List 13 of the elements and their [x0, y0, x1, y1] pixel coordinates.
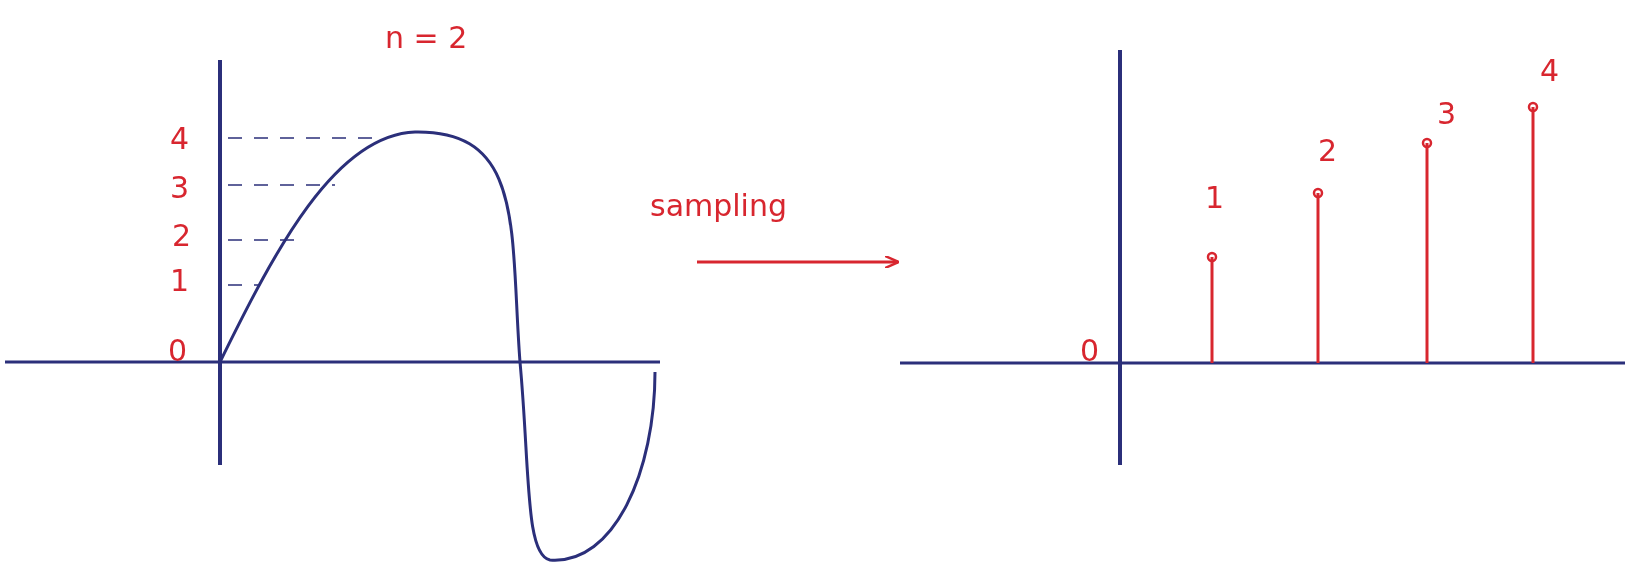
sample-value-label: 3	[1437, 98, 1457, 130]
edge-label: sampling	[650, 190, 787, 222]
axis-tick-label: 0	[168, 335, 188, 367]
sample-value-label: 1	[1205, 182, 1225, 214]
axis-tick-label: 2	[172, 220, 192, 252]
axis-tick-label: 0	[1080, 335, 1100, 367]
sample-value-label: 4	[1540, 55, 1560, 87]
sample-value-label: 2	[1318, 135, 1338, 167]
axis-tick-label: 4	[170, 123, 190, 155]
arrow	[697, 254, 901, 270]
heading-label: n = 2	[385, 22, 468, 54]
axis-tick-label: 3	[170, 172, 190, 204]
axis-tick-label: 1	[170, 265, 190, 297]
